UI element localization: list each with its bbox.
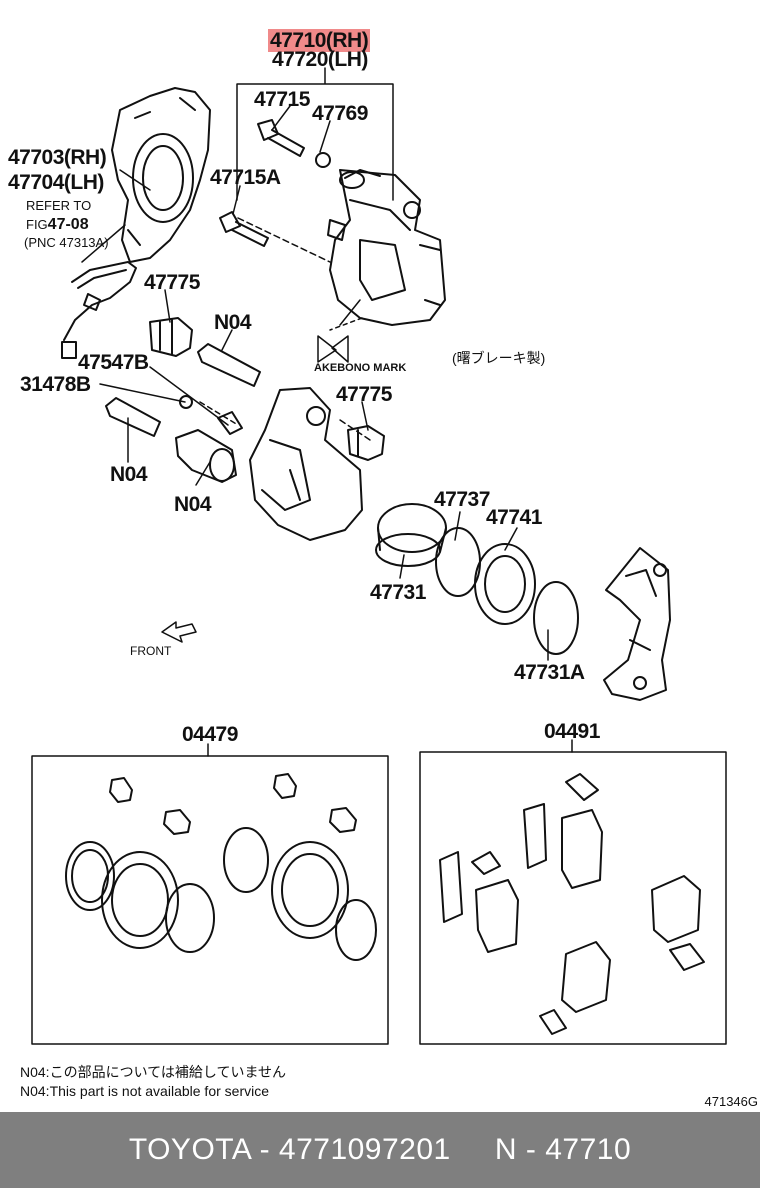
label-31478b: 31478B bbox=[20, 373, 91, 396]
caliper-assembly bbox=[327, 169, 446, 326]
bleeder-47547b bbox=[217, 411, 243, 435]
label-47731a: 47731A bbox=[514, 661, 585, 684]
label-n04-left: N04 bbox=[110, 463, 148, 486]
dust-shield bbox=[111, 87, 211, 263]
label-kit-04491: 04491 bbox=[544, 720, 600, 743]
label-n04-lower: N04 bbox=[174, 493, 212, 516]
refer-to-text: REFER TO bbox=[26, 198, 92, 213]
refer-fig-number: 47-08 bbox=[47, 216, 89, 233]
label-47703: 47703(RH) bbox=[8, 146, 107, 169]
front-arrow-icon bbox=[161, 621, 197, 643]
akebono-mark-label: AKEBONO MARK bbox=[314, 362, 407, 374]
boot-47775-upper bbox=[149, 317, 193, 357]
label-47769: 47769 bbox=[312, 102, 368, 125]
note-english: N04:This part is not available for servi… bbox=[20, 1083, 269, 1099]
piston-47731 bbox=[375, 503, 447, 567]
label-47547b: 47547B bbox=[78, 351, 149, 374]
parts-diagram: 47710(RH) 47720(LH) 47715 47769 47703(RH… bbox=[8, 29, 759, 1109]
label-47731: 47731 bbox=[370, 581, 426, 604]
kit-04491-box bbox=[419, 739, 727, 1045]
label-47720: 47720(LH) bbox=[272, 48, 368, 71]
refer-pnc: (PNC 47313A) bbox=[24, 235, 109, 250]
label-47775-lower: 47775 bbox=[336, 383, 392, 406]
boot-n04 bbox=[175, 429, 237, 483]
refer-fig-prefix: FIG bbox=[26, 217, 48, 232]
seal-47737 bbox=[435, 527, 481, 597]
label-47710: 47710(RH) bbox=[268, 29, 371, 52]
diagram-reference-code: 471346G bbox=[704, 1094, 759, 1109]
note-japanese: N04:この部品については補給していません bbox=[20, 1064, 287, 1080]
label-kit-04479: 04479 bbox=[182, 723, 238, 746]
ring-47731a bbox=[533, 581, 579, 655]
washer-47769 bbox=[315, 152, 331, 168]
bolt-47715a bbox=[219, 211, 269, 247]
brake-hose bbox=[61, 261, 137, 359]
akebono-mark-icon bbox=[317, 335, 349, 363]
label-47704: 47704(LH) bbox=[8, 171, 104, 194]
kit-04491-parts bbox=[439, 773, 705, 1035]
label-47710-text: 47710(RH) bbox=[268, 29, 371, 52]
bolt-47715 bbox=[257, 119, 305, 157]
label-47715: 47715 bbox=[254, 88, 310, 111]
refer-fig: FIG47-08 bbox=[26, 216, 89, 234]
pin-31478b bbox=[105, 397, 161, 437]
kit-04479-parts bbox=[65, 773, 377, 961]
label-47715a: 47715A bbox=[210, 166, 281, 189]
cap-47547b bbox=[179, 395, 193, 409]
front-label: FRONT bbox=[130, 644, 172, 658]
footer-part-text: TOYOTA - 4771097201 N - 47710 bbox=[128, 1133, 632, 1166]
part-number-footer: TOYOTA - 4771097201 N - 47710 bbox=[0, 1112, 760, 1188]
diagram-drawing bbox=[31, 67, 727, 1045]
label-47737: 47737 bbox=[434, 488, 490, 511]
caliper-body bbox=[249, 387, 363, 541]
akebono-japanese-label: (曙ブレーキ製) bbox=[452, 350, 546, 366]
pin-n04-upper bbox=[197, 343, 261, 387]
label-n04-upper: N04 bbox=[214, 311, 252, 334]
label-47775-upper: 47775 bbox=[144, 271, 200, 294]
boot-47741 bbox=[474, 543, 536, 625]
label-47741: 47741 bbox=[486, 506, 542, 529]
mounting-bracket bbox=[603, 547, 671, 701]
boot-47775-lower bbox=[347, 425, 385, 461]
kit-04479-box bbox=[31, 743, 389, 1045]
